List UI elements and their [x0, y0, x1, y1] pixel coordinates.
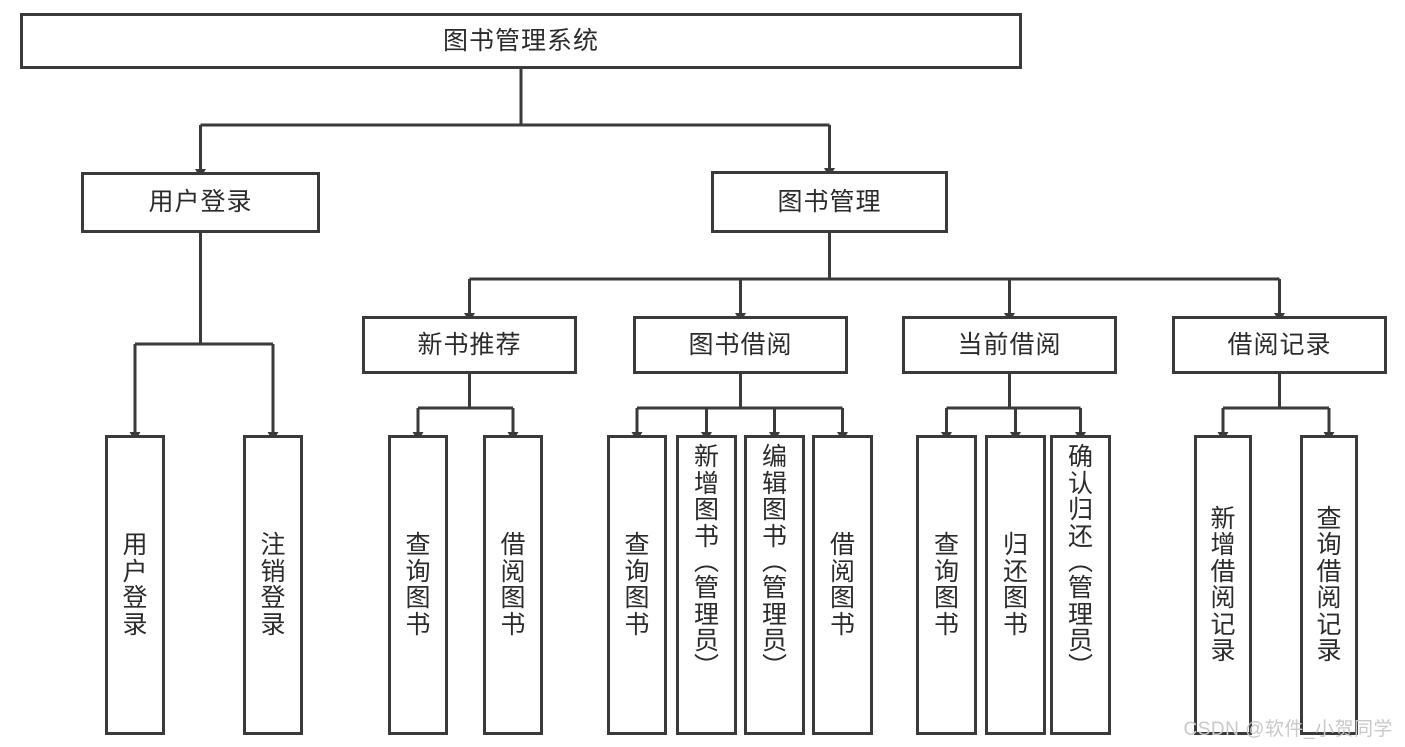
node-new-book-recommend: 新书推荐	[362, 316, 577, 374]
node-book-manage: 图书管理	[711, 171, 948, 233]
node-label: 归还图书	[1002, 531, 1028, 639]
node-leaf-query-book-2: 查询图书	[607, 435, 667, 735]
node-leaf-add-book-admin: 新增图书︵管理员︶	[676, 435, 737, 735]
node-label: 查询图书	[933, 531, 959, 639]
node-label: 查询借阅记录	[1316, 504, 1342, 665]
node-label: 用户登录	[122, 531, 148, 639]
node-leaf-borrow-book-1: 借阅图书	[483, 435, 543, 735]
node-leaf-confirm-return: 确认归还︵管理员︶	[1050, 435, 1111, 735]
node-user-login: 用户登录	[81, 172, 320, 233]
node-label: 确认归还︵管理员︶	[1067, 443, 1093, 681]
node-label: 编辑图书︵管理员︶	[761, 443, 787, 681]
node-leaf-add-record: 新增借阅记录	[1194, 435, 1252, 735]
node-label: 新增借阅记录	[1210, 504, 1236, 665]
node-label: 图书借阅	[688, 330, 793, 359]
node-leaf-edit-book-admin: 编辑图书︵管理员︶	[744, 435, 805, 735]
node-borrow-record: 借阅记录	[1172, 316, 1387, 374]
node-label: 借阅记录	[1227, 330, 1332, 359]
node-label: 新增图书︵管理员︶	[693, 443, 719, 681]
node-label: 当前借阅	[957, 330, 1062, 359]
node-leaf-logout: 注销登录	[243, 435, 303, 735]
node-label: 借阅图书	[500, 531, 526, 639]
node-label: 注销登录	[260, 531, 286, 639]
node-label: 新书推荐	[417, 330, 522, 359]
node-label: 借阅图书	[829, 531, 855, 639]
node-leaf-query-book-1: 查询图书	[388, 435, 448, 735]
node-current-borrow: 当前借阅	[902, 316, 1117, 374]
node-leaf-query-record: 查询借阅记录	[1300, 435, 1358, 735]
node-book-borrow: 图书借阅	[633, 316, 848, 374]
node-label: 查询图书	[405, 531, 431, 639]
node-leaf-borrow-book-2: 借阅图书	[812, 435, 873, 735]
node-root: 图书管理系统	[20, 13, 1022, 69]
node-leaf-query-book-3: 查询图书	[916, 435, 977, 735]
watermark: CSDN @软件_小贺同学	[1183, 719, 1393, 740]
node-leaf-user-login: 用户登录	[105, 435, 165, 735]
node-label: 图书管理	[777, 187, 882, 216]
node-leaf-return-book: 归还图书	[985, 435, 1046, 735]
node-label: 用户登录	[148, 188, 253, 217]
node-label: 图书管理系统	[442, 26, 599, 55]
node-label: 查询图书	[624, 531, 650, 639]
